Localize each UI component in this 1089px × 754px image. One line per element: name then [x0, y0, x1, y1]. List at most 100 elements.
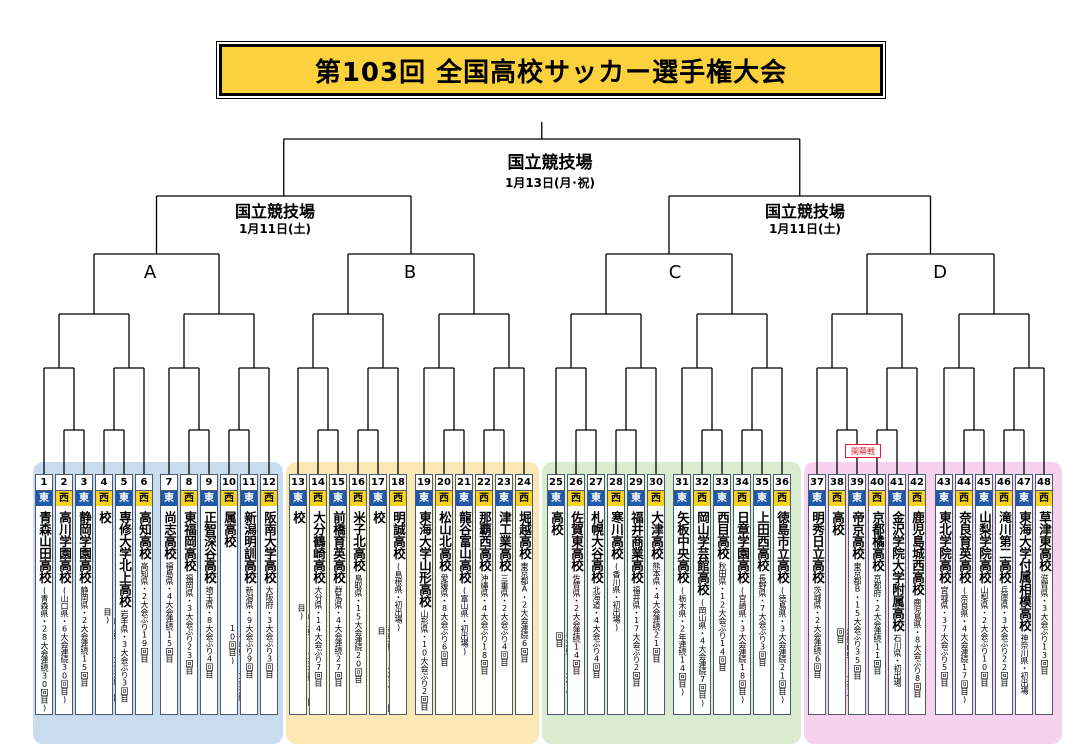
team-info: 熊本県・4大会連続21回目 — [652, 562, 661, 663]
team-text: 米子北高校鳥取県・15大会連続20回目 — [350, 506, 366, 714]
team-number: 17 — [370, 475, 386, 491]
team-number: 22 — [476, 475, 492, 491]
team-info: (島根県・初出場) — [394, 562, 403, 632]
team-text: 金沢学院大学附属高校石川県・初出場 — [889, 506, 905, 714]
team-text: 東海大学付属相模高校神奈川県・初出場 — [1016, 506, 1032, 714]
team-number: 12 — [261, 475, 277, 491]
team-number: 19 — [416, 475, 432, 491]
team-number: 45 — [976, 475, 992, 491]
team-info: (徳島県・3大会連続21回目) — [778, 586, 787, 704]
team-text: 静岡学園高校静岡県・2大会連続15回目 — [76, 506, 92, 714]
team-side: 東 — [809, 491, 825, 506]
team-side: 西 — [221, 491, 237, 506]
team-info: 福島県・4大会連続15回目 — [165, 562, 174, 663]
team-number: 33 — [714, 475, 730, 491]
team-text: 前橋育英高校群馬県・4大会連続27回目 — [330, 506, 346, 714]
team-info: (宮崎県・3大会連続18回目) — [738, 586, 747, 704]
team-side: 東 — [1016, 491, 1032, 506]
team-info: 石川県・初出場 — [893, 634, 902, 687]
team-info: (青森県・28大会連続30回目) — [40, 586, 49, 712]
team-side: 西 — [909, 491, 925, 506]
team-text: 松山北高校愛媛県・8大会ぶり6回目 — [436, 506, 452, 714]
team-name: 米子北高校 — [351, 511, 366, 571]
team-side: 西 — [869, 491, 885, 506]
team-text: 大津高校熊本県・4大会連続21回目 — [648, 506, 664, 714]
team-name: 佐賀東高校 — [569, 511, 584, 571]
team-name: 鹿児島城西高校 — [910, 511, 925, 595]
team-number: 3 — [76, 475, 92, 491]
team-text: 堀越高校東京都A・2大会連続6回目 — [516, 506, 532, 714]
semi-right-venue: 国立競技場 — [764, 202, 845, 221]
team-name: 前橋育英高校 — [331, 511, 346, 583]
team-info: (岡山県・4大会連続7回目) — [698, 598, 707, 707]
team-name: 金沢学院大学附属高校 — [890, 511, 905, 631]
team-number: 9 — [201, 475, 217, 491]
team-text: 明誠高校(島根県・初出場) — [390, 506, 406, 714]
team-name: 東海大学付属相模高校 — [1017, 511, 1032, 631]
team-info: 神奈川県・初出場 — [1020, 634, 1029, 694]
team-text: 東海大学山形高校山形県・10大会ぶり2回目 — [416, 506, 432, 714]
team-side: 西 — [774, 491, 790, 506]
team-side: 西 — [436, 491, 452, 506]
team-number: 10 — [221, 475, 237, 491]
team-side: 東 — [201, 491, 217, 506]
team-name: 東海大学山形高校 — [417, 511, 432, 607]
team-side: 東 — [76, 491, 92, 506]
team-side: 東 — [674, 491, 690, 506]
team-side: 東 — [36, 491, 52, 506]
team-name: 高知高校 — [137, 511, 152, 559]
team-text: 西目高校秋田県・12大会ぶり14回目 — [714, 506, 730, 714]
team-side: 東 — [936, 491, 952, 506]
team-side: 東 — [116, 491, 132, 506]
team-side: 東 — [456, 491, 472, 506]
team-text: 福井商業高校福井県・17大会ぶり2回目 — [628, 506, 644, 714]
team-info: 高知県・2大会ぶり19回目 — [140, 562, 149, 663]
team-name: 帝京高校 — [850, 511, 865, 559]
team-number: 20 — [436, 475, 452, 491]
team-side: 西 — [734, 491, 750, 506]
team-side: 東 — [628, 491, 644, 506]
team-name: 西目高校 — [715, 511, 730, 559]
team-number: 1 — [36, 475, 52, 491]
team-number: 16 — [350, 475, 366, 491]
team-name: 青森山田高校 — [37, 511, 52, 583]
team-number: 48 — [1036, 475, 1052, 491]
team-side: 東 — [161, 491, 177, 506]
team-info: 東京都A・2大会連続6回目 — [520, 562, 529, 663]
team-text: 鹿児島城西高校鹿児島県・8大会ぶり8回目 — [909, 506, 925, 714]
team-number: 24 — [516, 475, 532, 491]
team-number: 27 — [588, 475, 604, 491]
team-number: 18 — [390, 475, 406, 491]
team-number: 36 — [774, 475, 790, 491]
team-number: 39 — [849, 475, 865, 491]
block-label-a: A — [143, 262, 157, 283]
team-name: 上田西高校 — [755, 511, 770, 571]
team-name: 東福岡高校 — [182, 511, 197, 571]
team-number: 32 — [694, 475, 710, 491]
team-name: 尚志高校 — [162, 511, 177, 559]
team-number: 7 — [161, 475, 177, 491]
opening-match-badge: 開幕戦 — [845, 444, 881, 458]
team-side: 西 — [608, 491, 624, 506]
team-text: 青森山田高校 (青森県・28大会連続30回目) — [36, 506, 52, 714]
team-side: 西 — [516, 491, 532, 506]
team-text: 専修大学北上高校岩手県・3大会ぶり3回目 — [116, 506, 132, 714]
team-info: 静岡県・2大会連続15回目 — [80, 586, 89, 687]
team-text: 東福岡高校福岡県・3大会ぶり23回目 — [181, 506, 197, 714]
